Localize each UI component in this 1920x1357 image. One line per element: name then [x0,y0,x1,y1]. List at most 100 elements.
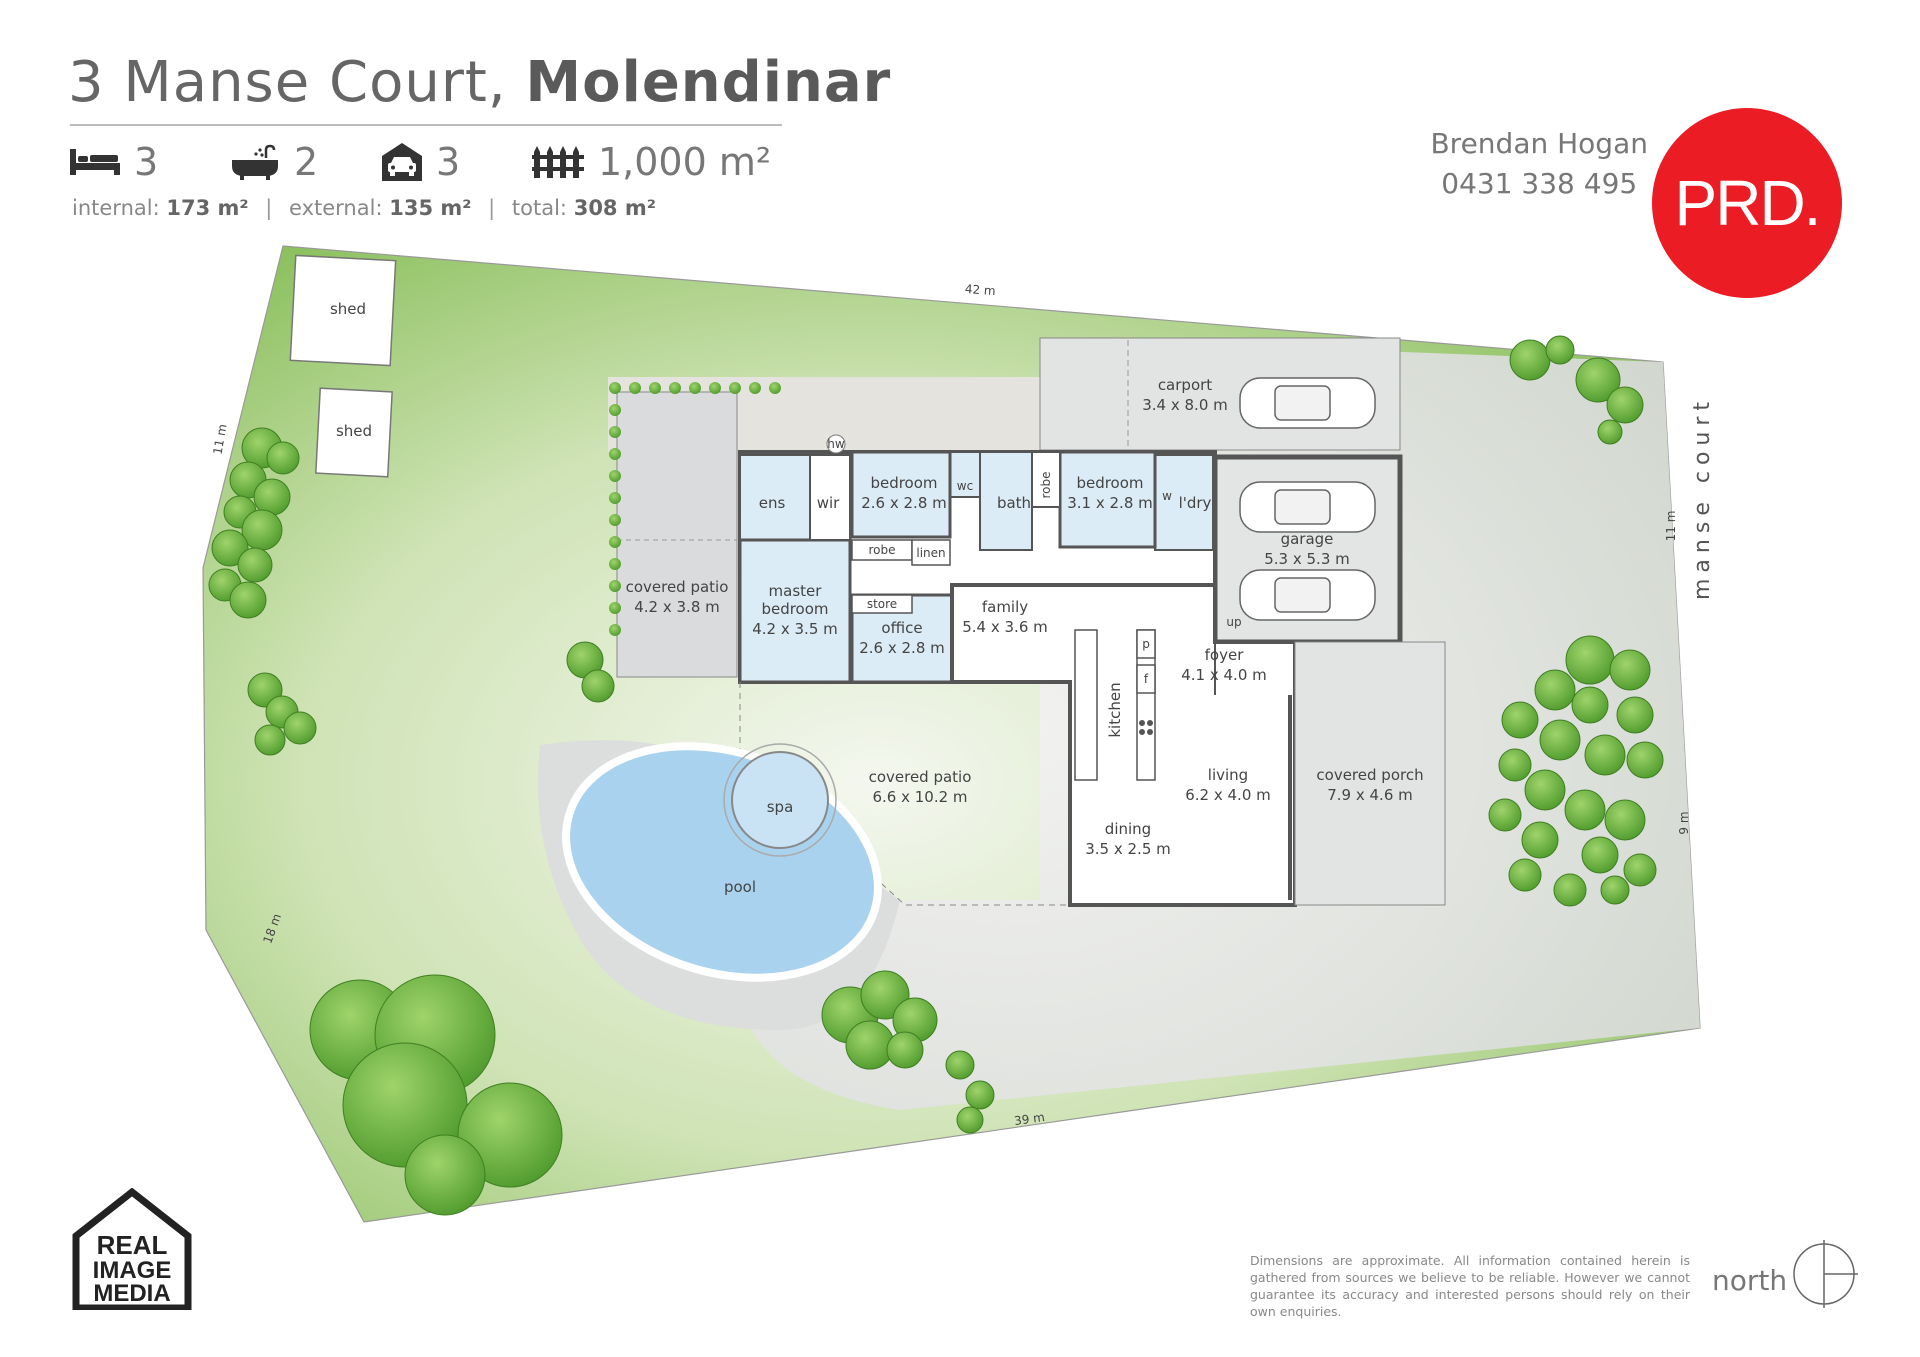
robe-2 [1031,451,1061,508]
dim-east-lower: 9 m [1677,811,1691,834]
bedroom-2-label: bedroom [870,474,937,492]
wir-label: wir [817,494,840,512]
tree-cluster-west [208,427,615,756]
stairs-up-label: up [1226,615,1241,629]
total-label: total: [511,196,568,220]
garage-dim: 5.3 x 5.3 m [1264,550,1350,568]
ens-label: ens [759,494,786,512]
shed-2-label: shed [336,422,372,440]
real-image-media-logo: REAL IMAGE MEDIA [72,1188,192,1310]
master-label-2: bedroom [761,600,828,618]
family-label: family [982,598,1028,616]
pool-label: pool [724,878,756,896]
fence-icon [532,146,584,178]
prd-logo: PRD. [1652,108,1842,298]
pantry [1136,629,1156,659]
store-label: store [867,597,897,611]
master-bedroom [738,538,852,684]
property-address: 3 Manse Court, Molendinar [68,50,891,115]
dining-label: dining [1105,820,1151,838]
laundry-label: l'dry [1179,494,1212,512]
baths-count: 2 [294,140,319,184]
agent-contact: Brendan Hogan 0431 338 495 [1430,124,1648,204]
covered-porch [1294,641,1446,906]
bedroom-3-label: bedroom [1076,474,1143,492]
garage-label: garage [1281,530,1334,548]
bath-label: bath [997,494,1031,512]
total-value: 308 m² [573,196,656,220]
agent-name: Brendan Hogan [1430,127,1648,160]
address-street: 3 Manse Court, [68,50,526,115]
tree-cluster-east [1488,335,1664,907]
store [851,594,913,614]
living-dim: 6.2 x 4.0 m [1185,786,1271,804]
cooktop-icon [1139,720,1153,735]
bedroom-2-dim: 2.6 x 2.8 m [861,494,947,512]
internal-value: 173 m² [166,196,249,220]
north-label: north [1712,1264,1788,1297]
external-label: external: [289,196,383,220]
wc-room [949,451,981,498]
bedroom-2 [850,450,952,539]
wc-label: wc [957,479,973,493]
land-size: 1,000 m² [598,140,772,184]
shed-1 [289,254,397,367]
dim-north: 42 m [964,282,996,298]
address-suburb: Molendinar [525,50,892,115]
spa-label: spa [767,798,794,816]
street-name: manse court [1690,395,1715,600]
cars-stat: 3 [382,140,460,184]
disclaimer: Dimensions are approximate. All informat… [1250,1253,1690,1319]
carport-label: carport [1158,376,1212,394]
wir [809,454,851,541]
north-compass-icon [1793,1240,1858,1308]
bedroom-3 [1058,450,1157,549]
separator: | [488,196,496,220]
shed-2 [315,387,393,478]
kitchen-island [1074,629,1098,781]
foyer-dim: 4.1 x 4.0 m [1181,666,1267,684]
robe-vertical-label: robe [1039,471,1053,498]
living-label: living [1208,766,1248,784]
family-dim: 5.4 x 3.6 m [962,618,1048,636]
pantry-label: p [1142,637,1150,651]
dim-south: 39 m [1013,1110,1045,1128]
separator: | [265,196,273,220]
rim-logo-line1: REAL [97,1230,168,1260]
master-label-1: master [769,582,823,600]
bedroom-3-dim: 3.1 x 2.8 m [1067,494,1153,512]
covered-porch-label: covered porch [1316,766,1423,784]
fridge [1136,664,1156,694]
house [738,450,1446,907]
cars-count: 3 [436,140,461,184]
dim-west-upper: 11 m [210,423,229,456]
covered-patio-big-dim: 6.6 x 10.2 m [872,788,967,806]
covered-patio-big-label: covered patio [869,768,972,786]
area-summary: internal: 173 m² | external: 135 m² | to… [72,196,656,220]
bathtub-icon [232,144,278,180]
covered-porch-dim: 7.9 x 4.6 m [1327,786,1413,804]
agent-phone[interactable]: 0431 338 495 [1441,167,1638,200]
bed-icon [70,149,120,175]
internal-label: internal: [72,196,160,220]
w-label: w [1162,489,1172,503]
land-stat: 1,000 m² [532,140,771,184]
rim-logo-line2: IMAGE [93,1257,172,1284]
car-icon [1239,377,1376,621]
master-dim: 4.2 x 3.5 m [752,620,838,638]
beds-stat: 3 [70,140,158,184]
hot-water-unit [826,434,846,454]
prd-logo-text: PRD. [1674,167,1822,239]
kitchen-label: kitchen [1106,682,1124,737]
shed-1-label: shed [330,300,366,318]
tree-cluster-south [309,970,995,1216]
spa-rim [723,743,837,857]
carport-dim: 3.4 x 8.0 m [1142,396,1228,414]
garage-car-icon [382,143,422,181]
baths-stat: 2 [230,140,318,184]
hedge-row [609,382,781,636]
linen-label: linen [916,546,945,560]
rim-logo-line3: MEDIA [93,1280,170,1307]
foyer-label: foyer [1205,646,1245,664]
